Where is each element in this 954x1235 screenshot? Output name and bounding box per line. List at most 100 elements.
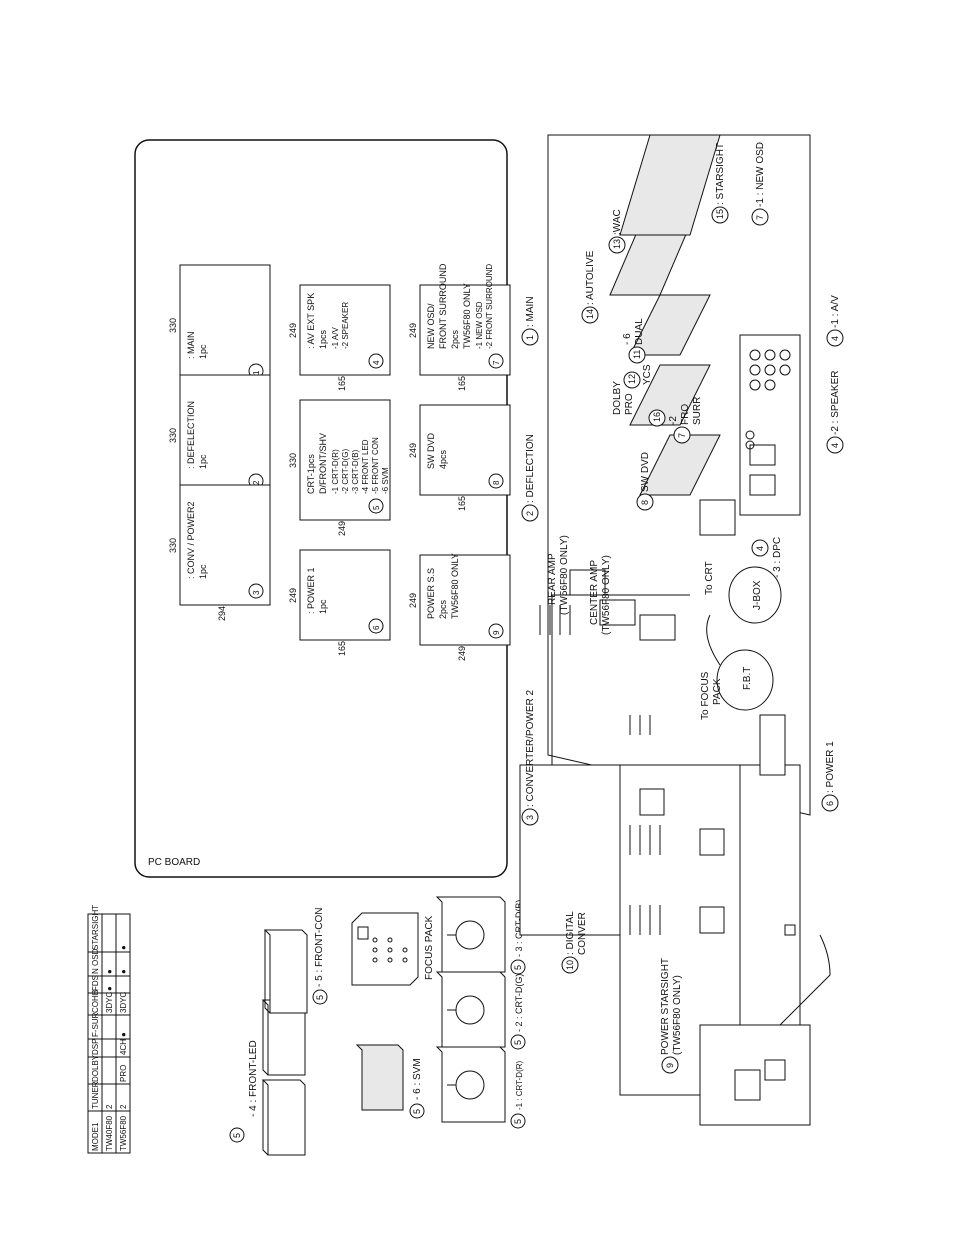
front-con-part: - 5 : FRONT-CON 5 <box>263 908 328 1014</box>
board-height-dim: 249 <box>337 521 347 536</box>
board-sub-item: -1 NEW OSD <box>475 301 484 349</box>
table-cell: TW56F80 <box>119 1115 128 1151</box>
svg-text:9: 9 <box>665 1063 675 1068</box>
table-cell: 4CH <box>119 1039 128 1055</box>
jbox-part <box>728 566 782 624</box>
table-cell: STARSIGHT <box>91 905 100 950</box>
svg-text:7: 7 <box>755 215 765 220</box>
board-number: 4 <box>372 360 381 365</box>
board-name2: D/FRONT/SHV <box>318 433 328 494</box>
pc-board-title: PC BOARD <box>148 857 200 868</box>
svg-text:5: 5 <box>315 995 325 1000</box>
front-led-label: - 4 : FRONT-LED <box>248 1040 259 1117</box>
svg-text:8: 8 <box>640 500 650 505</box>
table-cell: ● <box>105 969 114 974</box>
board-sub-item: -2 CRT-D(G) <box>341 448 350 494</box>
fbt-label: F.B.T <box>742 667 753 690</box>
fro-surr-label-2: FRO <box>680 404 691 425</box>
center-amp-label: CENTER AMP <box>589 560 600 625</box>
board-note: TW56F80 ONLY <box>462 283 472 349</box>
rear-amp-label: REAR AMP <box>547 553 558 605</box>
autolive-label: : AUTOLIVE <box>585 250 596 305</box>
board-width-dim: 249 <box>408 323 418 338</box>
power1-label: : POWER 1 <box>825 741 836 793</box>
ycs-label: YCS <box>642 364 653 385</box>
board-sub-item: -5 FRONT CON <box>371 437 380 494</box>
svg-text:7: 7 <box>677 433 687 438</box>
dual-label: - 6 <box>622 333 633 345</box>
deflection-label: : DEFLECTION <box>525 434 536 503</box>
board-sub-item: -3 CRT-D(B) <box>351 449 360 494</box>
svg-text:2: 2 <box>525 511 535 516</box>
board-name: : MAIN <box>186 331 196 359</box>
svg-text:10: 10 <box>565 960 575 970</box>
digital-conver-label-2: CONVER <box>577 912 588 955</box>
board-number: 2 <box>252 480 261 485</box>
board-width-dim: 330 <box>168 318 178 333</box>
table-cell: MODE1 <box>91 1122 100 1151</box>
table-cell: TUNER <box>91 1081 100 1109</box>
to-focus-label: To FOCUS <box>700 671 711 720</box>
sw-dvd-label: SW DVD <box>640 452 651 492</box>
focus-pack-label: FOCUS PACK <box>424 915 435 980</box>
table-cell: ● <box>119 945 128 950</box>
fbt-part <box>716 649 774 711</box>
board-sub-item: -6 SVM <box>381 467 390 494</box>
board-sub-item: -1 CRT-D(R) <box>331 449 340 494</box>
svm-label: - 6 : SVM <box>412 1058 423 1100</box>
front-con-label: - 5 : FRONT-CON <box>314 908 325 987</box>
svg-text:14: 14 <box>585 309 595 319</box>
dpc-label: - 3 : DPC <box>772 537 783 578</box>
crt-g-label: - 2 : CRT-D(G) <box>514 974 524 1032</box>
starsight-label: : STARSIGHT <box>715 143 726 205</box>
table-cell: COHB <box>91 990 100 1013</box>
board-width-dim: 249 <box>408 443 418 458</box>
crt-r-label: -1 : CRT-D(R) <box>515 1060 524 1110</box>
svg-text:5: 5 <box>513 965 523 970</box>
board-height-dim: 165 <box>337 641 347 656</box>
svg-text:6: 6 <box>825 801 835 806</box>
svg-text:3: 3 <box>525 815 535 820</box>
focus-pack-part: FOCUS PACK <box>351 912 435 986</box>
chassis-labels: 1 : MAIN 2 : DEFLECTION 3 : CONVERTER/PO… <box>521 142 844 1074</box>
rear-amp-label-2: (TW56F80 ONLY) <box>559 535 570 615</box>
board-qty: 2pcs <box>438 599 448 619</box>
table-cell: 2 <box>119 1104 128 1109</box>
board-sub-item: -1 A/V <box>331 327 340 349</box>
board-note: TW56F80 ONLY <box>450 553 460 619</box>
board-name: SW DVD <box>426 432 436 469</box>
svg-text:13: 13 <box>612 239 622 249</box>
front-parts-group: - 4 : FRONT-LED 5 - 6 : SVM 5 - 5 : FRON… <box>229 896 526 1156</box>
board-qty: 4pcs <box>438 449 448 469</box>
table-cell: F-SUR <box>91 1012 100 1037</box>
svg-text:4: 4 <box>755 546 765 551</box>
svg-text:4: 4 <box>830 336 840 341</box>
chassis-assembly: F.B.T J-BOX 1 : MAIN 2 : DEFLECTION <box>519 134 844 1126</box>
av-label: -1 : A/V <box>830 295 841 328</box>
table-cell: DSP <box>91 1039 100 1055</box>
svg-text:11: 11 <box>632 350 642 359</box>
board-width-dim: 330 <box>288 453 298 468</box>
board-number: 7 <box>492 360 501 365</box>
crt-d-b-part: - 3 : CRT-D(B) 5 <box>435 896 526 975</box>
svg-text:15: 15 <box>715 209 725 219</box>
board-qty: 1pcs <box>318 329 328 349</box>
board-sub-item: -2 FRONT SURROUND <box>485 264 494 349</box>
pc-board-2: 2: DEFELECTION1pc330294 <box>168 374 271 511</box>
board-name: : POWER 1 <box>306 567 316 614</box>
power-starsight-label: POWER STARSIGHT <box>660 958 671 1055</box>
speaker-label: -2 : SPEAKER <box>830 371 841 435</box>
table-cell: TW40F80 <box>105 1115 114 1151</box>
av-panel <box>739 334 801 516</box>
svg-text:5: 5 <box>412 1109 422 1114</box>
center-amp-label-2: (TW56F80 ONLY) <box>601 555 612 635</box>
